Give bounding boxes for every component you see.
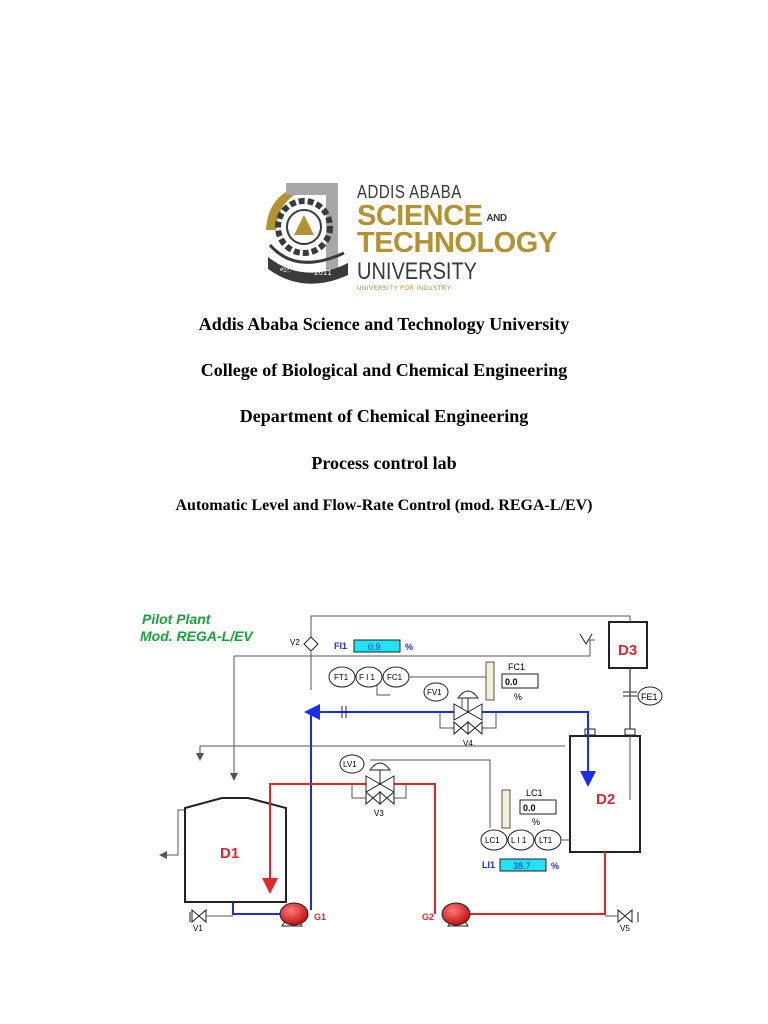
lv1-bubble [339, 754, 365, 774]
tank-d3 [608, 621, 648, 669]
fv1-bubble [423, 682, 449, 702]
pump-g2-label: G2 [422, 912, 434, 922]
lt1-label: LT1 [539, 836, 553, 845]
blue-flow-line [232, 704, 596, 915]
fv1-label: FV1 [427, 688, 442, 697]
valve-v5-label: V5 [620, 924, 630, 933]
valve-v1-label: V1 [193, 924, 203, 933]
li1-bubble-label: L I 1 [511, 836, 527, 845]
logo-and-word: AND [486, 213, 507, 224]
li1-value-box [499, 858, 547, 872]
li1-bubble [507, 829, 535, 851]
heading-department: Department of Chemical Engineering [239, 406, 529, 426]
seal-year-right: 2011 [314, 269, 332, 277]
ft1-label: FT1 [334, 673, 349, 682]
li1-unit: % [551, 861, 559, 871]
fc1-bar [485, 661, 495, 701]
lc1-bubble [480, 829, 508, 851]
fe1-label: FE1 [641, 692, 658, 702]
valve-v4-icon [453, 720, 483, 736]
lc1-bubble-label: LC1 [485, 836, 500, 845]
pump-g1-icon [279, 902, 309, 927]
logo-line-university: UNIVERSITY [357, 258, 478, 286]
fi1-value: 0.9 [368, 642, 381, 652]
valve-v4-label: V4 [463, 739, 473, 748]
heading-university: Addis Ababa Science and Technology Unive… [198, 314, 570, 334]
tank-d1-label: D1 [220, 845, 239, 862]
fi1-label: FI1 [334, 641, 347, 651]
fi1-bubble-label: F I 1 [359, 673, 376, 682]
process-diagram: Pilot Plant Mod. REGA-L/EV D3 FE1 [140, 611, 663, 933]
university-logo: ፀ፲፫ 2011 [266, 183, 348, 284]
heading-title: Automatic Level and Flow-Rate Control (m… [175, 497, 593, 514]
valve-v1-icon [191, 908, 207, 924]
fe1-bubble [637, 686, 663, 706]
lc1-label: LC1 [526, 788, 543, 798]
li1-value: 38.7 [513, 861, 531, 871]
heading-lab: Process control lab [311, 453, 457, 473]
control-valve-fv1-icon [453, 690, 483, 721]
valve-v3-label: V3 [374, 809, 384, 818]
lc1-value-box[interactable] [519, 799, 557, 815]
fi1-unit: % [405, 642, 413, 652]
fc1-label: FC1 [508, 662, 525, 672]
pump-g2-icon [441, 902, 471, 927]
fc1-value-box[interactable] [501, 673, 539, 689]
seal-emblem-icon: ፀ፲፫ 2011 [266, 183, 348, 284]
lc1-value: 0.0 [523, 803, 536, 813]
li1-label: LI1 [482, 860, 495, 870]
fi1-value-box [353, 639, 401, 653]
ft1-bubble [328, 666, 356, 688]
fc1-value: 0.0 [505, 677, 518, 687]
tank-d2 [569, 735, 641, 853]
fc1-unit: % [514, 692, 522, 702]
plant-title-line1: Pilot Plant [142, 611, 212, 627]
tank-d3-label: D3 [618, 642, 637, 659]
seal-year-left: ፀ፲፫ [280, 265, 291, 273]
logo-line-addis: ADDIS ABABA [357, 181, 462, 203]
lv1-label: LV1 [343, 760, 357, 769]
valve-v5-icon [617, 908, 633, 924]
valve-v2-icon [303, 636, 319, 652]
valve-v2-label: V2 [290, 638, 300, 647]
logo-tagline: UNIVERSITY FOR INDUSTRY [357, 286, 451, 292]
heading-college: College of Biological and Chemical Engin… [200, 360, 568, 380]
logo-science-word: SCIENCE [357, 200, 483, 232]
tank-d2-label: D2 [596, 791, 615, 808]
fi1-bubble [355, 666, 383, 688]
pump-g1-label: G1 [314, 912, 326, 922]
logo-line-technology: TECHNOLOGY [357, 227, 557, 259]
tank-d1 [184, 797, 287, 903]
lc1-unit: % [532, 817, 540, 827]
valve-v3-icon [365, 790, 395, 806]
funnel-icon [579, 633, 593, 645]
fc1-bubble-label: FC1 [387, 673, 403, 682]
lc1-bar [501, 789, 511, 829]
control-valve-lv1-icon [365, 762, 395, 793]
plant-title-line2: Mod. REGA-L/EV [140, 628, 254, 644]
